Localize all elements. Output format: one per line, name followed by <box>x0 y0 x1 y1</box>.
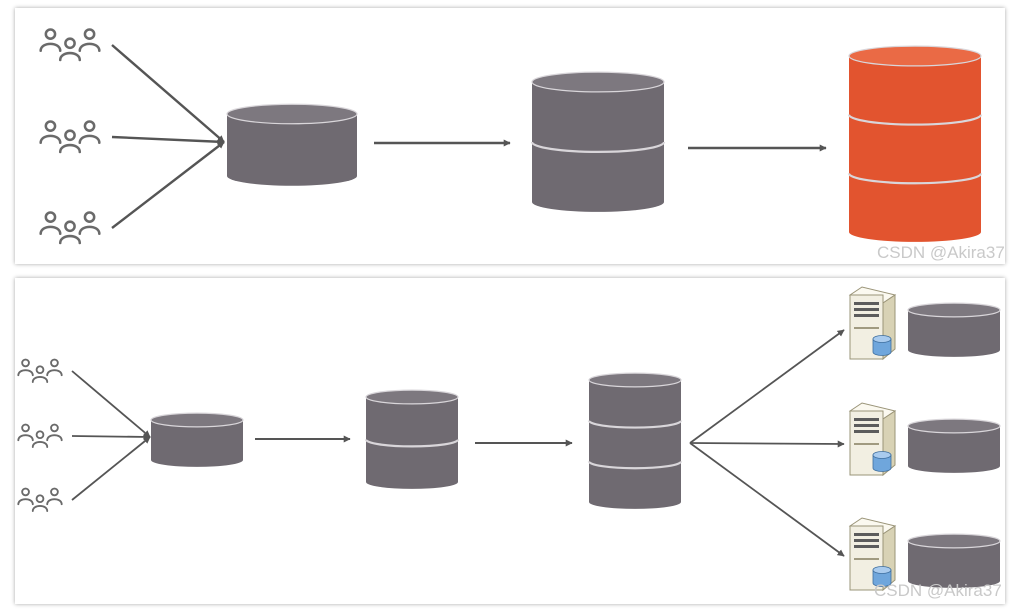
arrow-db3-to-server-2 <box>689 440 845 448</box>
arrow-users-to-db1-2 <box>71 433 151 441</box>
arrow-users-to-db1-1 <box>111 44 225 143</box>
server-database-cylinder-3 <box>907 533 1001 588</box>
database-cylinder-tier3-highlighted <box>847 45 983 242</box>
users-icon-1 <box>17 358 63 383</box>
arrow-users-to-db1-2 <box>111 135 225 146</box>
arrow-db3-to-server-3 <box>689 442 845 557</box>
arrow-db3-to-server-1 <box>689 329 845 444</box>
database-cylinder-tier1 <box>150 412 244 467</box>
server-database-cylinder-2 <box>907 418 1001 473</box>
watermark-bottom: CSDN @Akira37 <box>874 581 1002 600</box>
arrow-users-to-db1-1 <box>71 370 151 438</box>
arrow-users-to-db1-3 <box>111 141 225 229</box>
arrow-users-to-db1-3 <box>71 436 151 501</box>
watermark-top: CSDN @Akira37 <box>877 243 1005 262</box>
database-cylinder-tier2 <box>530 71 666 212</box>
database-cylinder-tier2 <box>364 389 460 489</box>
server-icon-3 <box>848 517 897 592</box>
users-icon-2 <box>17 423 63 448</box>
bottom-diagram <box>17 286 1001 592</box>
users-icon-3 <box>39 211 101 245</box>
database-cylinder-tier3 <box>587 372 683 509</box>
top-diagram-panel <box>15 8 1005 264</box>
server-icon-1 <box>848 286 897 361</box>
users-icon-2 <box>39 120 101 154</box>
server-database-cylinder-1 <box>907 302 1001 357</box>
database-cylinder-tier1 <box>226 103 358 186</box>
top-diagram <box>39 28 983 245</box>
users-icon-1 <box>39 28 101 62</box>
server-icon-2 <box>848 402 897 477</box>
users-icon-3 <box>17 487 63 512</box>
